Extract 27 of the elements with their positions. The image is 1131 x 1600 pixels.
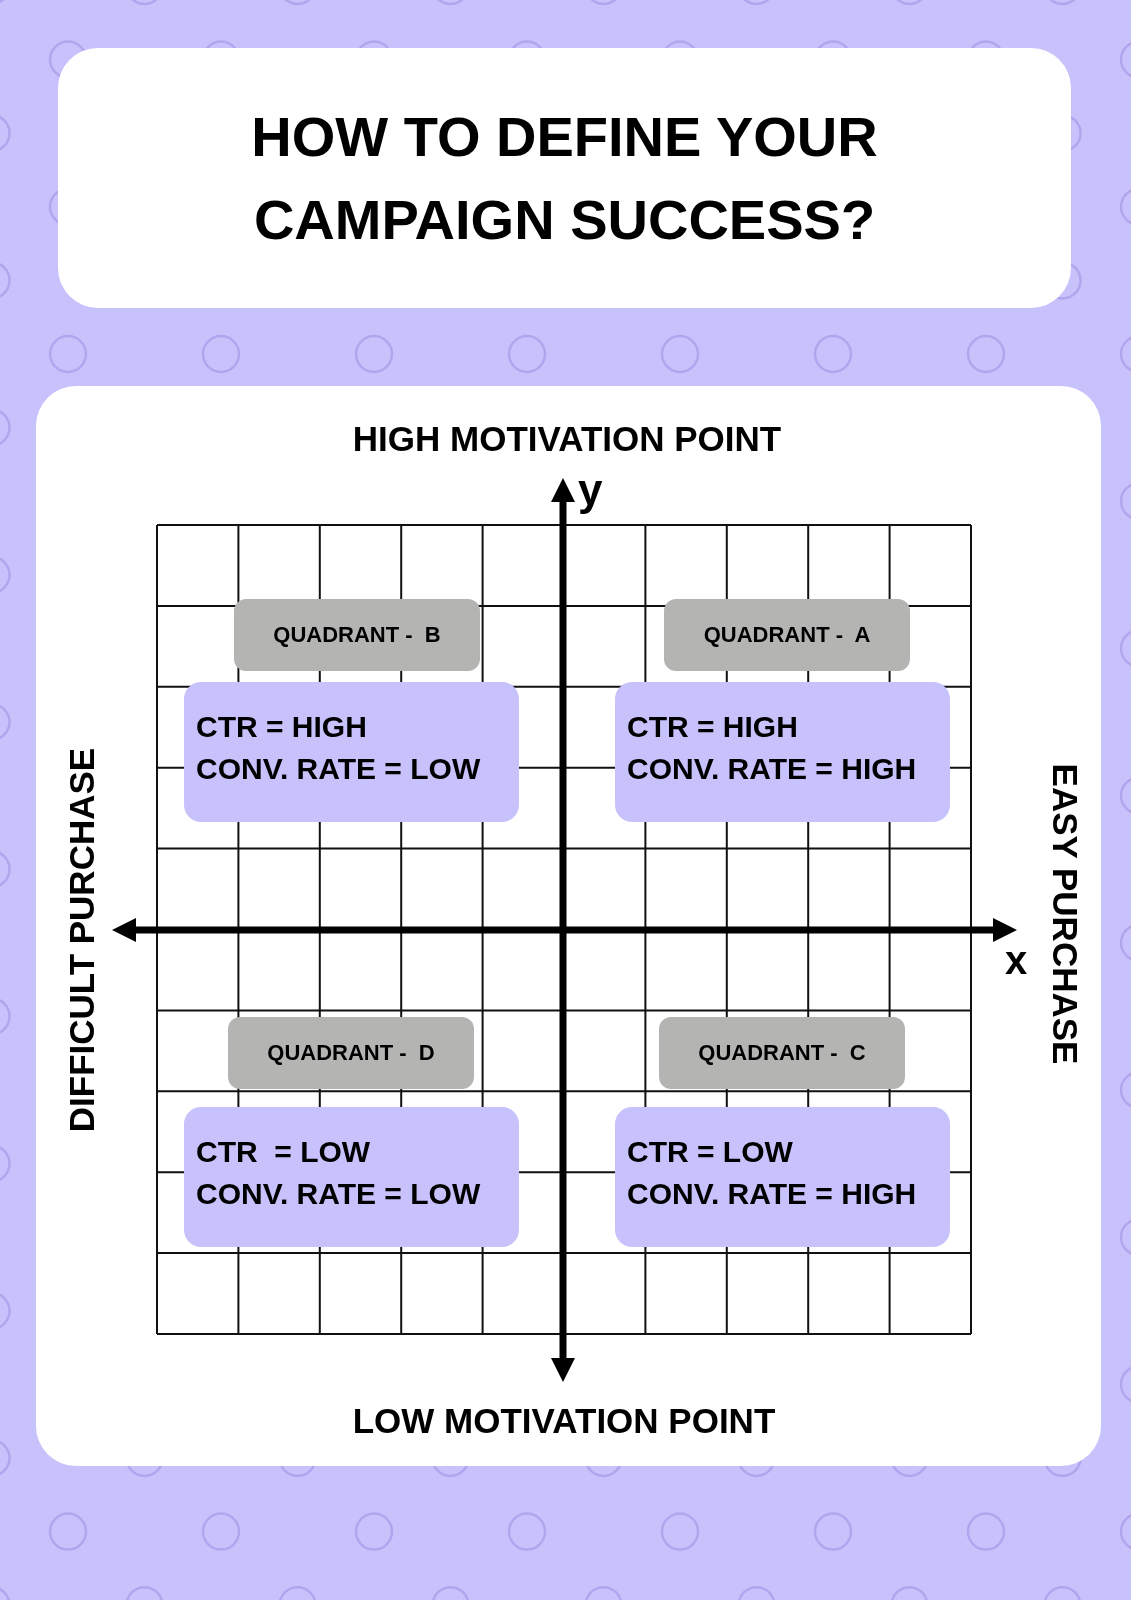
metrics-card (615, 682, 950, 822)
axis-label: DIFFICULT PURCHASE (61, 747, 102, 1133)
metrics-card (184, 682, 519, 822)
quadrant-tag (228, 1017, 474, 1089)
metric-text: CONV. RATE = HIGH (627, 1176, 917, 1212)
metric-text: CTR = HIGH (627, 709, 798, 745)
quadrant-label: QUADRANT - D (267, 1039, 435, 1067)
quadrant-tag (659, 1017, 905, 1089)
quadrant-tag (234, 599, 480, 671)
axis-label: EASY PURCHASE (1045, 763, 1086, 1065)
quadrant-label: QUADRANT - C (698, 1039, 866, 1067)
axis-label: HIGH MOTIVATION POINT (352, 418, 782, 460)
metric-text: CTR = HIGH (196, 709, 367, 745)
title: HOW TO DEFINE YOUR CAMPAIGN SUCCESS? (250, 104, 879, 253)
metric-text: CTR = LOW (627, 1134, 793, 1170)
quadrant-tag (664, 599, 910, 671)
metric-text: CTR = LOW (196, 1134, 371, 1170)
metric-text: CONV. RATE = HIGH (627, 751, 917, 787)
metric-text: CONV. RATE = LOW (196, 1176, 481, 1212)
metrics-card (615, 1107, 950, 1247)
quadrant-label: QUADRANT - B (273, 621, 441, 649)
axis-letter: x (1005, 940, 1028, 980)
metric-text: CONV. RATE = LOW (196, 751, 481, 787)
metrics-card (184, 1107, 519, 1247)
axis-label: LOW MOTIVATION POINT (352, 1400, 776, 1442)
axis-letter: y (578, 464, 603, 516)
quadrant-label: QUADRANT - A (703, 621, 871, 649)
